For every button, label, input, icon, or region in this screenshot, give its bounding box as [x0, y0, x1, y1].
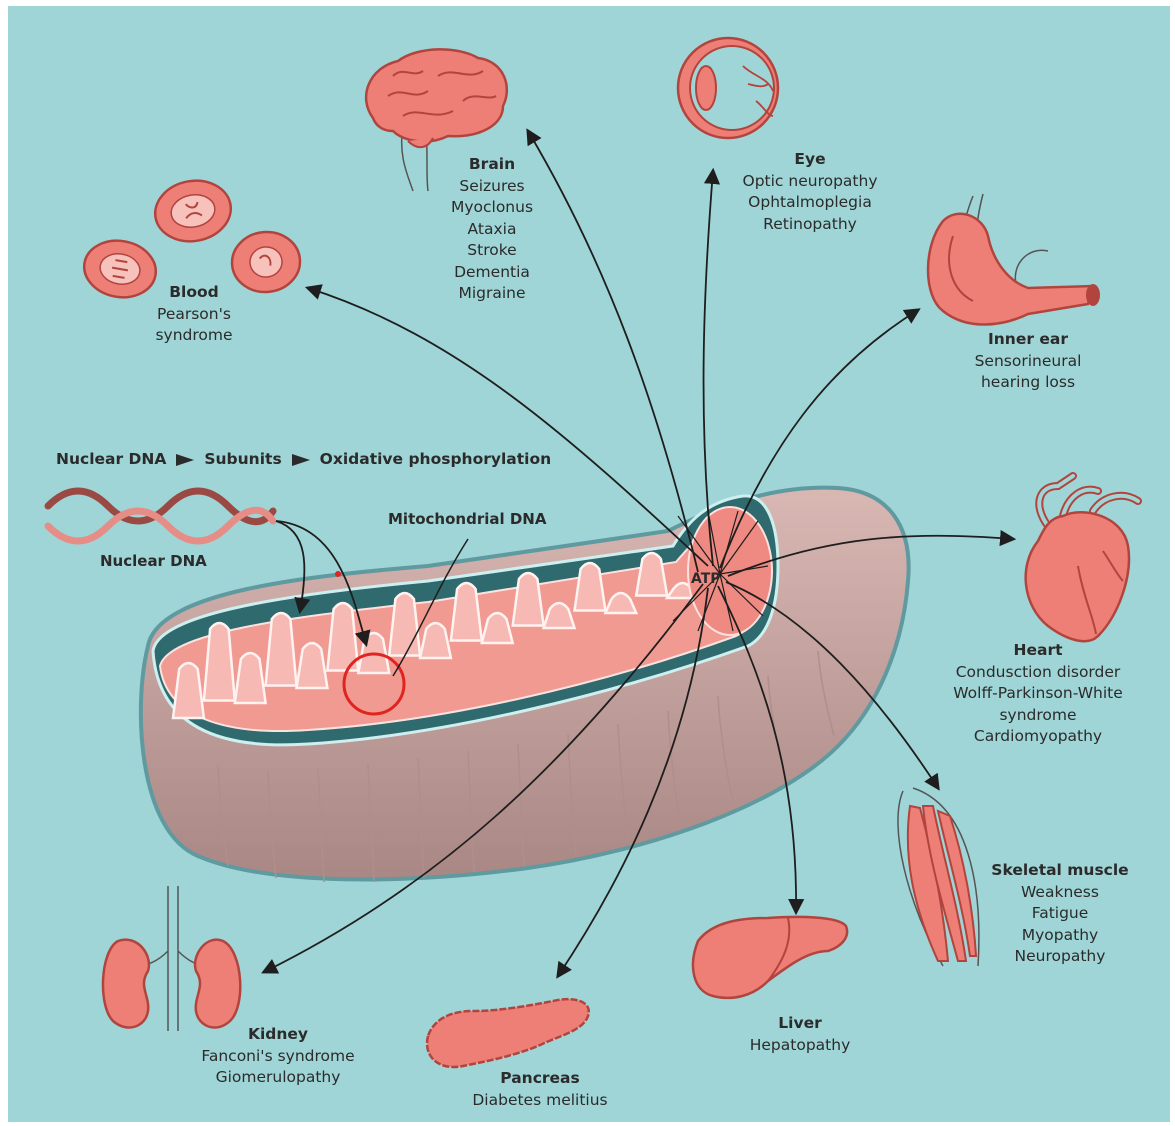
mitochondrial-dna-label: Mitochondrial DNA: [388, 510, 546, 528]
symptom: Neuropathy: [991, 946, 1128, 968]
inner-ear-icon: [928, 194, 1100, 325]
symptom: Fanconi's syndrome: [201, 1046, 354, 1068]
mitochondrion: [141, 488, 909, 882]
symptom: Fatigue: [991, 903, 1128, 925]
symptom: Diabetes melitius: [472, 1090, 607, 1112]
symptom: Seizures: [451, 176, 533, 198]
nuclear-dna-label: Nuclear DNA: [100, 552, 207, 570]
skeletal-muscle-icon: [898, 788, 979, 966]
atp-label: ATP: [691, 571, 721, 587]
organ-label-eye: Eye Optic neuropathy Ophtalmoplegia Reti…: [743, 149, 878, 235]
flow-step-oxphos: Oxidative phosphorylation: [320, 450, 552, 468]
organ-title: Kidney: [201, 1024, 354, 1046]
symptom: Stroke: [451, 240, 533, 262]
organ-title: Skeletal muscle: [991, 860, 1128, 882]
symptom: Cardiomyopathy: [953, 726, 1123, 748]
symptom: Retinopathy: [743, 214, 878, 236]
organ-title: Heart: [953, 640, 1123, 662]
symptom: Pearson's: [155, 304, 232, 326]
diagram-canvas: Nuclear DNA Subunits Oxidative phosphoryla…: [8, 6, 1170, 1122]
symptom: Dementia: [451, 262, 533, 284]
pancreas-icon: [427, 999, 589, 1067]
kidney-icon: [103, 886, 240, 1031]
organ-label-skeletal-muscle: Skeletal muscle Weakness Fatigue Myopath…: [991, 860, 1128, 968]
symptom: Myopathy: [991, 925, 1128, 947]
organ-title: Blood: [155, 282, 232, 304]
symptom: Hepatopathy: [750, 1035, 851, 1057]
symptom: Giomerulopathy: [201, 1067, 354, 1089]
symptom: Sensorineural: [975, 351, 1082, 373]
organ-label-blood: Blood Pearson's syndrome: [155, 282, 232, 347]
symptom: Ophtalmoplegia: [743, 192, 878, 214]
symptom: syndrome: [953, 705, 1123, 727]
organ-label-inner-ear: Inner ear Sensorineural hearing loss: [975, 329, 1082, 394]
organ-label-heart: Heart Condusction disorder Wolff-Parkins…: [953, 640, 1123, 748]
symptom: syndrome: [155, 325, 232, 347]
organ-label-pancreas: Pancreas Diabetes melitius: [472, 1068, 607, 1111]
organ-label-liver: Liver Hepatopathy: [750, 1013, 851, 1056]
symptom: Weakness: [991, 882, 1128, 904]
symptom: Migraine: [451, 283, 533, 305]
organ-title: Pancreas: [472, 1068, 607, 1090]
organ-title: Liver: [750, 1013, 851, 1035]
symptom: Wolff-Parkinson-White: [953, 683, 1123, 705]
organ-label-brain: Brain Seizures Myoclonus Ataxia Stroke D…: [451, 154, 533, 305]
symptom: Myoclonus: [451, 197, 533, 219]
organ-label-kidney: Kidney Fanconi's syndrome Giomerulopathy: [201, 1024, 354, 1089]
organ-title: Brain: [451, 154, 533, 176]
flow-step-subunits: Subunits: [204, 450, 281, 468]
flow-arrow-icon: [292, 454, 310, 466]
organ-title: Inner ear: [975, 329, 1082, 351]
organ-title: Eye: [743, 149, 878, 171]
flow-arrow-icon: [176, 454, 194, 466]
symptom: Ataxia: [451, 219, 533, 241]
nuclear-dna-helix-icon: [48, 491, 273, 541]
eye-icon: [678, 38, 778, 138]
symptom: hearing loss: [975, 372, 1082, 394]
symptom: Condusction disorder: [953, 662, 1123, 684]
heart-icon: [1026, 476, 1138, 641]
synthesis-flow: Nuclear DNA Subunits Oxidative phosphoryla…: [56, 450, 551, 468]
symptom: Optic neuropathy: [743, 171, 878, 193]
flow-step-nuclear-dna: Nuclear DNA: [56, 450, 166, 468]
liver-icon: [693, 917, 847, 998]
